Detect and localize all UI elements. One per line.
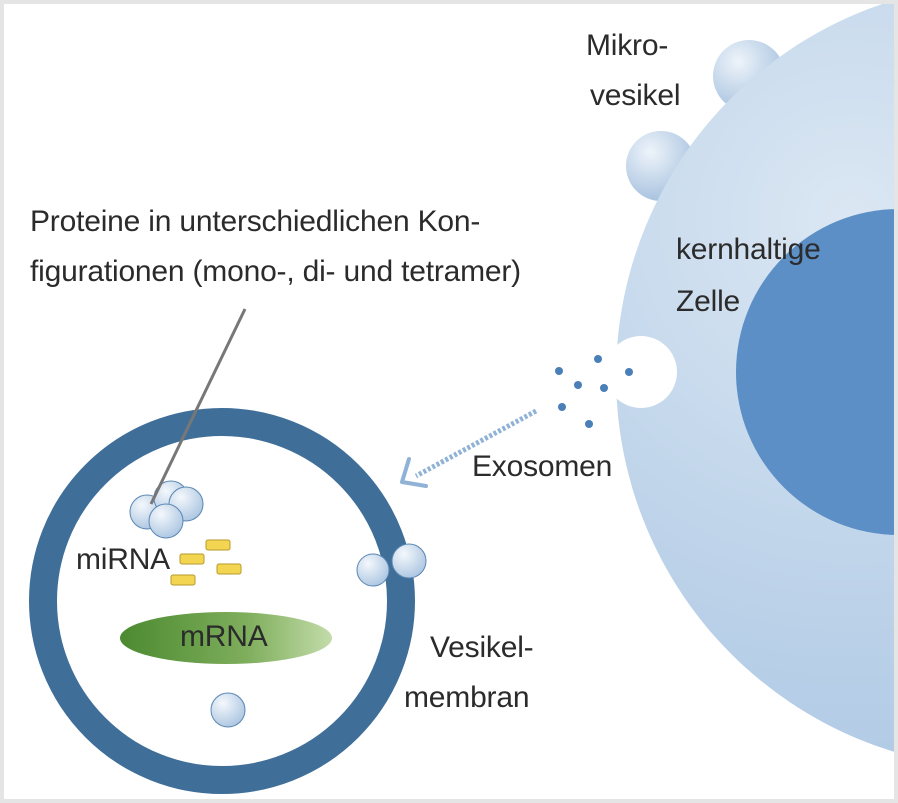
exosome-dot (558, 403, 566, 411)
mirna-bar (216, 563, 242, 575)
label-mirna: miRNA (76, 543, 170, 576)
mirna-molecules (170, 539, 242, 586)
label-vesikel-membran-line1: Vesikel- (430, 631, 534, 664)
exosome-diagram (29, 4, 894, 794)
label-vesikel-membran-line2: membran (404, 681, 530, 714)
label-vesikel: vesikel (590, 79, 681, 112)
release-arrow (400, 408, 538, 488)
exosome-dot (555, 367, 563, 375)
mirna-bar (205, 539, 231, 551)
label-mikro: Mikro- (586, 29, 669, 62)
protein-monomer (210, 692, 246, 728)
exosome-dot (600, 384, 608, 392)
mirna-bar (170, 574, 196, 586)
membrane-protein (356, 553, 390, 587)
label-zelle: Zelle (676, 285, 741, 318)
membrane-protein (391, 543, 427, 579)
protein-cluster (129, 480, 204, 539)
cell-nucleus (736, 209, 894, 535)
protein-pointer-line (149, 308, 247, 505)
mrna-ellipse (120, 612, 332, 664)
exosome-dot (594, 355, 602, 363)
exosome-dots (555, 355, 633, 428)
exosome-dot (585, 420, 593, 428)
exosome-release-pocket (605, 336, 677, 408)
label-mrna: mRNA (180, 620, 268, 653)
mirna-bar (179, 553, 205, 565)
label-exosomen: Exosomen (472, 450, 613, 483)
label-kernhaltige: kernhaltige (676, 233, 821, 266)
exosome-dot (625, 368, 633, 376)
exosome-dot (574, 381, 582, 389)
label-proteine-line2: figurationen (mono-, di- und tetramer) (30, 255, 521, 288)
label-proteine-line1: Proteine in unterschiedlichen Kon- (30, 205, 481, 238)
